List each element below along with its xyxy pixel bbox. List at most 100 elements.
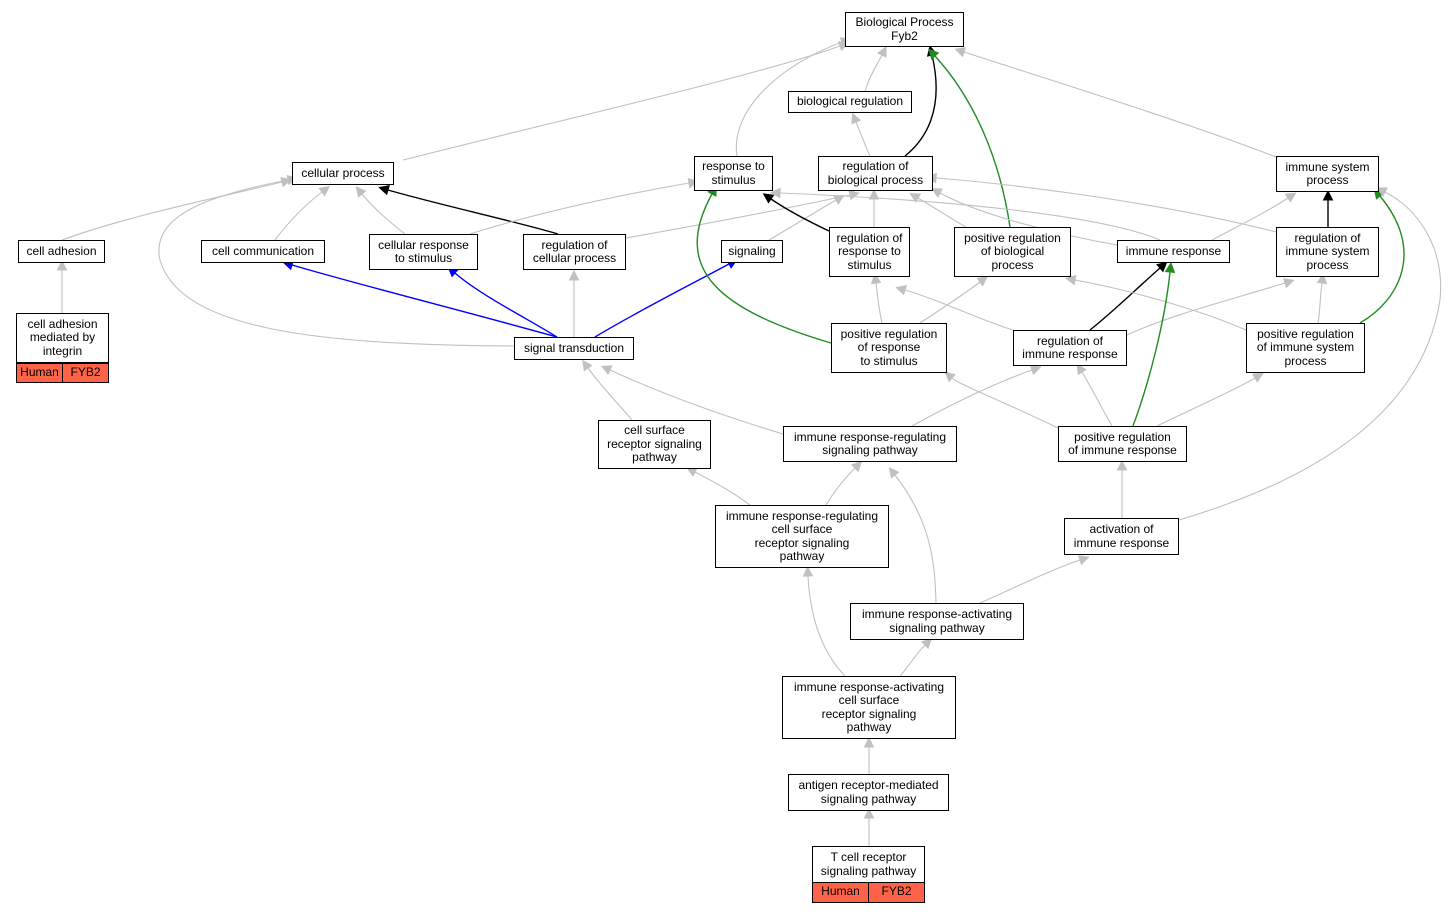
go-term-label: cell adhesion mediated by integrin [27, 316, 98, 358]
go-term-label: immune response-regulating signaling pat… [793, 429, 947, 457]
go-term-label: immune response-activating cell surface … [793, 679, 945, 734]
graph-edge [1076, 363, 1113, 427]
go-term-label: immune response-regulating cell surface … [725, 508, 879, 563]
go-term-cell-adhesion[interactable]: cell adhesion [18, 240, 105, 263]
go-term-regulation-of-cellular-process[interactable]: regulation of cellular process [523, 234, 626, 270]
go-term-positive-regulation-of-response-to-stimulus[interactable]: positive regulation of response to stimu… [831, 323, 947, 373]
go-term-signaling[interactable]: signaling [721, 240, 783, 263]
go-term-label: immune response [1125, 243, 1222, 258]
go-term-label: activation of immune response [1073, 522, 1170, 550]
go-term-label: cellular process [301, 165, 385, 180]
graph-edge [568, 269, 580, 337]
go-term-label: signal transduction [523, 340, 625, 355]
go-term-ir-activating-cell-surface-receptor[interactable]: immune response-activating cell surface … [782, 676, 956, 739]
go-term-regulation-of-response-to-stimulus[interactable]: regulation of response to stimulus [829, 227, 910, 277]
annotation-row: Human FYB2 [812, 882, 925, 903]
graph-edge [1322, 189, 1334, 227]
graph-edge [625, 189, 860, 239]
graph-edge [895, 285, 1014, 331]
graph-edge [1132, 261, 1176, 427]
graph-edge [888, 467, 937, 604]
graph-edge [870, 272, 883, 324]
graph-edge [402, 41, 850, 161]
graph-edge [864, 45, 887, 92]
go-term-immune-response-activating-signaling-pathway[interactable]: immune response-activating signaling pat… [850, 603, 1024, 640]
graph-edge [954, 47, 1277, 158]
graph-edge [1316, 272, 1328, 324]
go-term-positive-regulation-of-immune-response[interactable]: positive regulation of immune response [1058, 426, 1187, 462]
graph-edge [868, 188, 880, 227]
go-term-signal-transduction[interactable]: signal transduction [514, 337, 634, 360]
go-term-label: positive regulation of immune response [1068, 429, 1177, 457]
go-term-label: immune response-activating signaling pat… [861, 607, 1013, 635]
go-term-label: signaling [728, 243, 776, 258]
graph-edge [582, 359, 633, 421]
graph-edge [944, 371, 1059, 429]
graph-edge [863, 807, 875, 846]
go-term-activation-of-immune-response[interactable]: activation of immune response [1064, 518, 1179, 555]
go-term-immune-response[interactable]: immune response [1117, 240, 1230, 263]
graph-edge [696, 185, 832, 344]
go-term-cell-communication[interactable]: cell communication [201, 240, 325, 263]
go-term-label: Biological Process Fyb2 [855, 15, 954, 43]
graph-edge [802, 565, 846, 677]
go-term-cellular-process[interactable]: cellular process [292, 162, 394, 185]
go-term-cell-surface-receptor-signaling-pathway[interactable]: cell surface receptor signaling pathway [598, 420, 711, 469]
graph-edge [469, 177, 699, 235]
go-term-label: cellular response to stimulus [378, 237, 469, 265]
graph-edge [447, 266, 558, 338]
graph-edge [825, 460, 863, 506]
annotation-gene[interactable]: FYB2 [868, 883, 924, 902]
graph-edge [56, 259, 68, 313]
go-term-positive-regulation-of-immune-system-process[interactable]: positive regulation of immune system pro… [1246, 323, 1365, 373]
go-term-label: regulation of immune system process [1285, 230, 1370, 272]
go-term-label: biological regulation [796, 94, 904, 109]
go-term-cell-adhesion-integrin[interactable]: cell adhesion mediated by integrin [16, 313, 109, 363]
go-term-label: antigen receptor-mediated signaling path… [798, 778, 939, 806]
graph-edge [1178, 187, 1442, 521]
graph-edge [909, 192, 967, 228]
go-term-bp[interactable]: Biological Process Fyb2 [845, 12, 964, 47]
graph-edge [769, 187, 1161, 241]
graph-edge [911, 365, 1042, 427]
graph-edge [979, 555, 1090, 604]
graph-edge [686, 467, 751, 506]
graph-edge [863, 736, 875, 774]
go-term-regulation-of-biological-process[interactable]: regulation of biological process [818, 156, 933, 191]
go-term-label: regulation of cellular process [532, 237, 617, 265]
graph-edge [600, 365, 784, 435]
graph-edge [1211, 192, 1297, 241]
go-term-immune-system-process[interactable]: immune system process [1276, 156, 1379, 192]
graph-edge [1116, 459, 1128, 518]
go-term-label: T cell receptor signaling pathway [820, 850, 917, 878]
go-term-label: regulation of immune response [1022, 333, 1118, 361]
go-term-label: immune system process [1285, 159, 1370, 187]
go-term-immune-response-regulating-signaling-pathway[interactable]: immune response-regulating signaling pat… [783, 426, 957, 462]
go-term-response-to-stimulus[interactable]: response to stimulus [694, 156, 773, 191]
go-term-t-cell-receptor[interactable]: T cell receptor signaling pathway [812, 846, 925, 883]
annotation-gene[interactable]: FYB2 [62, 364, 108, 382]
go-term-regulation-of-immune-system-process[interactable]: regulation of immune system process [1276, 227, 1379, 277]
go-term-label: cell surface receptor signaling pathway [607, 423, 702, 465]
graph-edge [1156, 372, 1264, 427]
graph-edge [899, 637, 933, 677]
annotation-species: Human [821, 884, 860, 898]
graph-edge [762, 193, 830, 232]
go-term-cellular-response-to-stimulus[interactable]: cellular response to stimulus [369, 234, 478, 270]
go-term-ir-regulating-cell-surface-receptor[interactable]: immune response-regulating cell surface … [715, 505, 889, 568]
go-term-label: positive regulation of response to stimu… [840, 326, 938, 368]
go-term-label: cell adhesion [26, 243, 97, 258]
graph-edge [274, 185, 331, 241]
graph-edge [1126, 278, 1295, 336]
go-term-antigen-receptor-mediated[interactable]: antigen receptor-mediated signaling path… [788, 774, 949, 811]
graph-edge [1089, 261, 1168, 331]
go-term-regulation-of-immune-response[interactable]: regulation of immune response [1013, 330, 1127, 366]
graph-edge [919, 275, 989, 324]
graph-edge [928, 48, 1011, 228]
go-term-positive-regulation-of-biological-process[interactable]: positive regulation of biological proces… [954, 227, 1071, 277]
annotation-species: Human [20, 365, 59, 379]
go-term-biological-regulation[interactable]: biological regulation [788, 91, 912, 113]
graph-edge [355, 186, 406, 235]
graph-edge [378, 185, 559, 235]
